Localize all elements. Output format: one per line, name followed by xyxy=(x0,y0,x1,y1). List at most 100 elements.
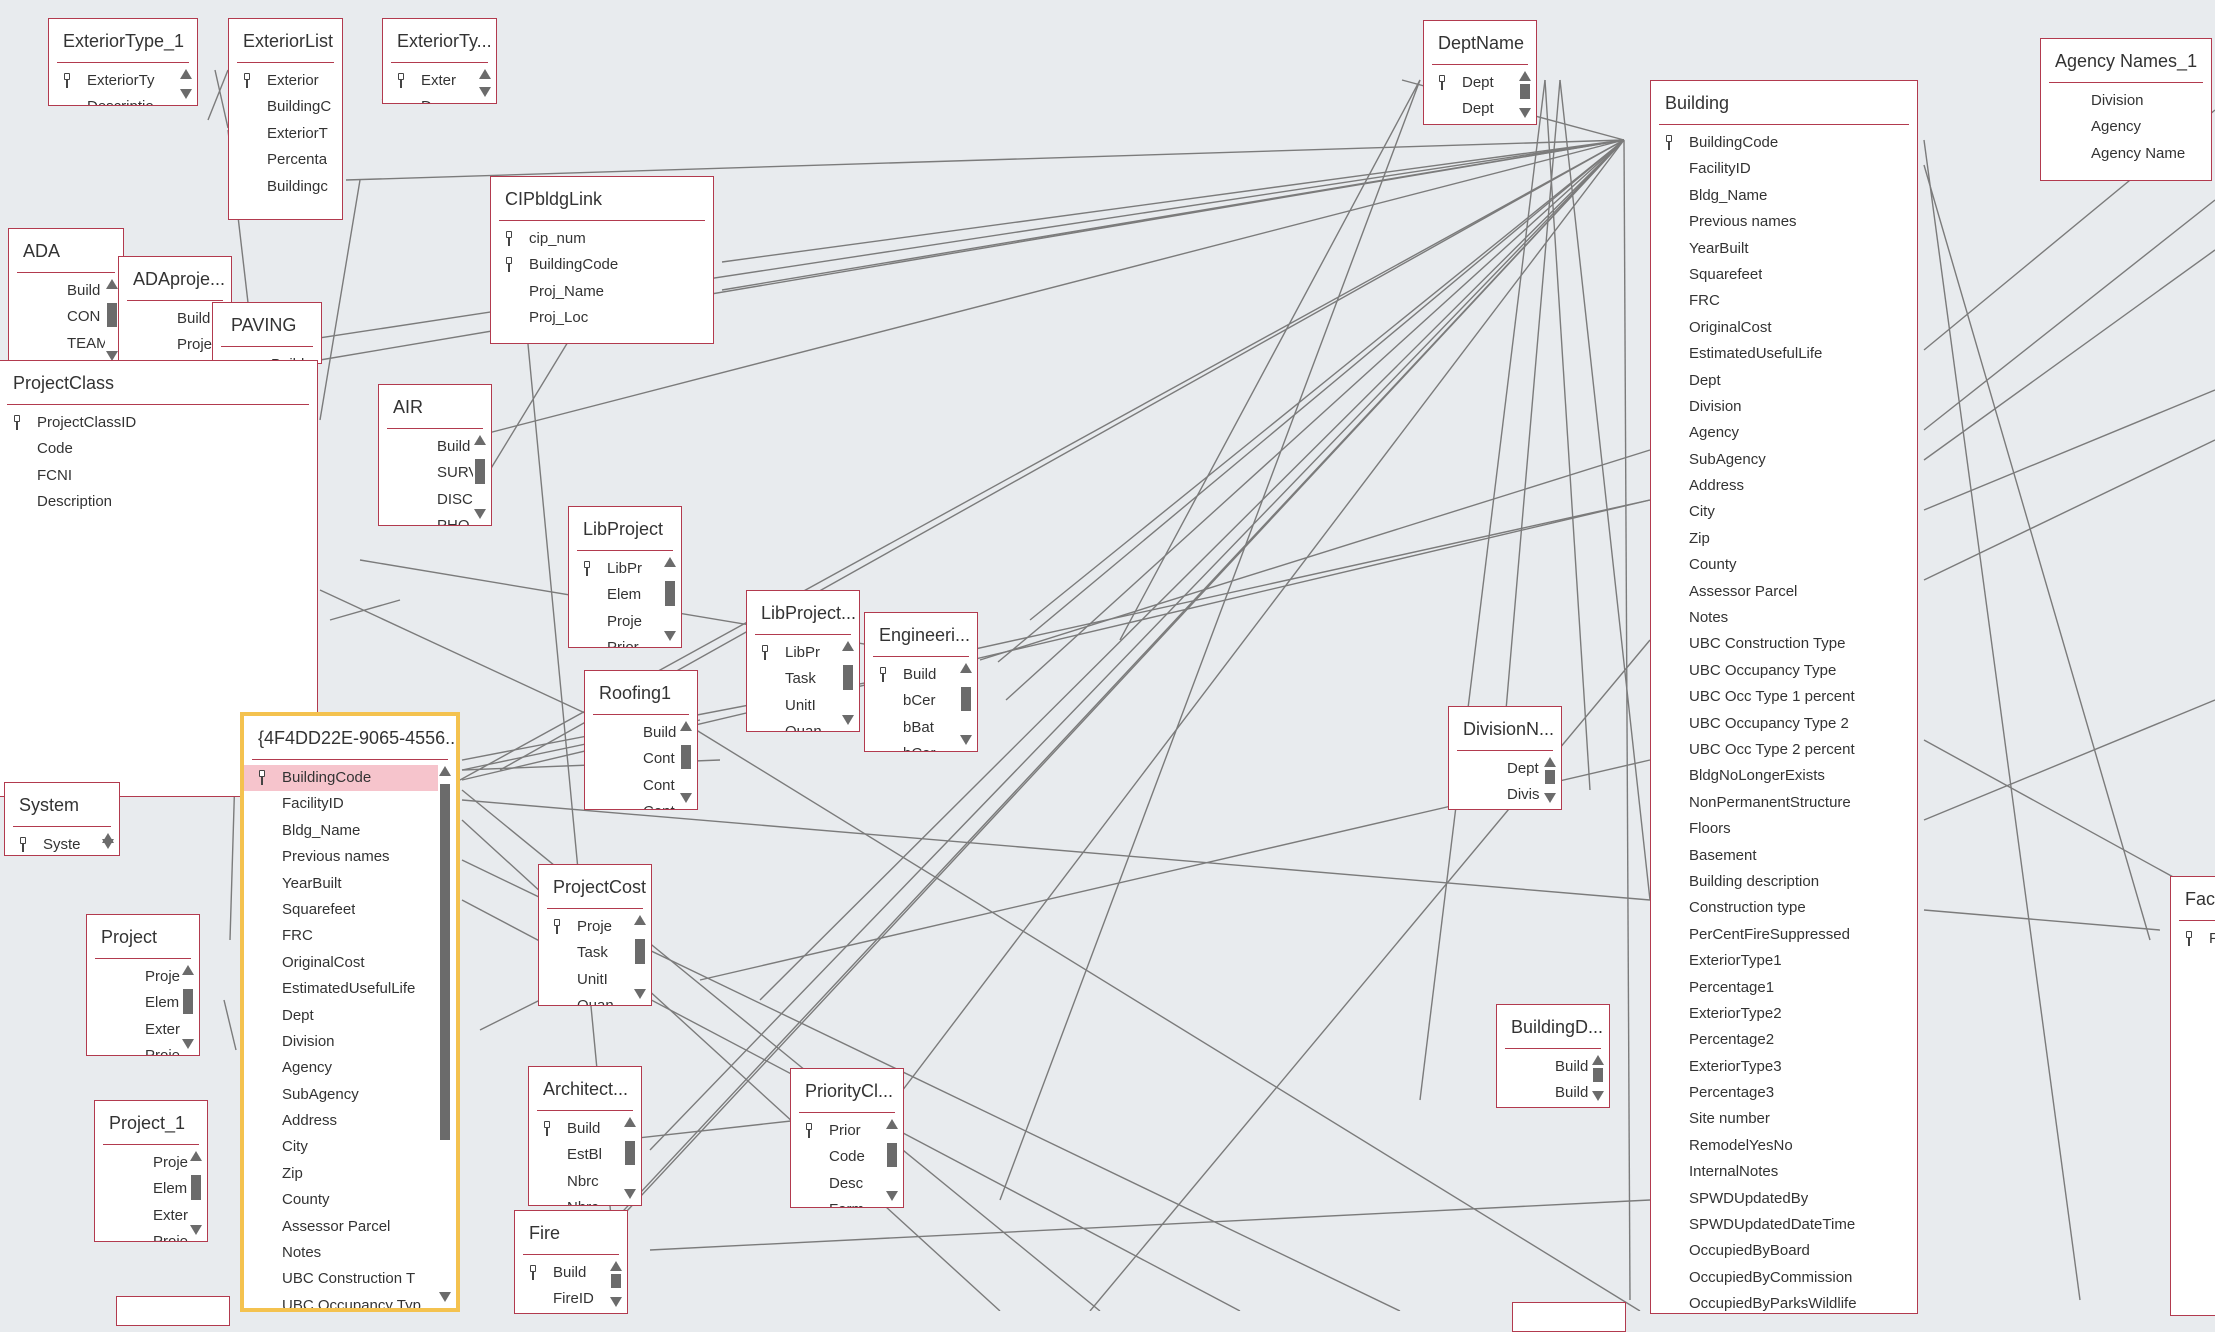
field-row[interactable]: Percenta xyxy=(229,147,342,173)
scroll-down-arrow-icon[interactable] xyxy=(479,87,491,97)
field-row[interactable]: Build xyxy=(1497,1080,1609,1106)
field-scrollbar[interactable] xyxy=(105,277,119,363)
scroll-thumb[interactable] xyxy=(625,1140,635,1165)
relationship-line[interactable] xyxy=(619,1119,801,1141)
field-row[interactable]: Agency xyxy=(1651,420,1917,446)
field-row[interactable]: Floors xyxy=(1651,816,1917,842)
table-title[interactable]: ADA xyxy=(9,229,123,273)
table-title[interactable]: Building xyxy=(1651,81,1917,125)
table-exteriortype1[interactable]: ExteriorType_1ExteriorTyDescriptio xyxy=(48,18,198,106)
field-row[interactable]: Bldg_Name xyxy=(1651,183,1917,209)
relationship-line[interactable] xyxy=(1544,79,1591,791)
field-row[interactable]: ExteriorT xyxy=(229,121,342,147)
field-row[interactable]: Desc xyxy=(791,1171,903,1197)
field-row[interactable]: Dept xyxy=(244,1003,456,1029)
relationship-line[interactable] xyxy=(1923,389,2215,511)
field-row[interactable]: Percentage2 xyxy=(1651,1027,1917,1053)
field-row[interactable]: BldgNoLongerExists xyxy=(1651,763,1917,789)
field-row[interactable]: ExteriorType1 xyxy=(1651,948,1917,974)
scroll-down-arrow-icon[interactable] xyxy=(102,839,114,849)
scroll-down-arrow-icon[interactable] xyxy=(634,989,646,999)
field-row[interactable]: Descr xyxy=(383,94,496,103)
scroll-thumb[interactable] xyxy=(887,1142,897,1167)
table-facility[interactable]: FacilityFacil xyxy=(2170,876,2215,1316)
field-row[interactable]: Building description xyxy=(1651,869,1917,895)
table-title[interactable]: Engineeri... xyxy=(865,613,977,657)
relationship-line[interactable] xyxy=(345,139,1625,181)
table-title[interactable]: Architect... xyxy=(529,1067,641,1111)
field-row[interactable]: Squarefeet xyxy=(244,897,456,923)
field-row[interactable]: Build xyxy=(119,306,231,332)
relationship-line[interactable] xyxy=(979,449,1651,661)
table-title[interactable]: DivisionN... xyxy=(1449,707,1561,751)
relationship-line[interactable] xyxy=(721,139,1625,263)
table-title[interactable]: Facility xyxy=(2171,877,2215,921)
scroll-up-arrow-icon[interactable] xyxy=(624,1117,636,1127)
table-bottom2[interactable] xyxy=(1512,1302,1626,1332)
scroll-up-arrow-icon[interactable] xyxy=(439,766,451,776)
relationship-line[interactable] xyxy=(1923,699,2215,821)
scroll-thumb[interactable] xyxy=(665,581,675,607)
field-row[interactable]: Description xyxy=(0,489,317,515)
table-title[interactable]: Project xyxy=(87,915,199,959)
field-row[interactable]: LibPr xyxy=(747,640,859,666)
field-row[interactable]: Proje xyxy=(569,609,681,635)
scroll-thumb[interactable] xyxy=(475,459,485,485)
relationship-line[interactable] xyxy=(207,69,229,121)
field-scrollbar[interactable] xyxy=(1591,1053,1605,1103)
field-row[interactable]: Squarefeet xyxy=(1651,262,1917,288)
field-row[interactable]: Nbrc xyxy=(529,1169,641,1195)
field-row[interactable]: Task xyxy=(539,940,651,966)
field-scrollbar[interactable] xyxy=(438,764,452,1304)
relationship-line[interactable] xyxy=(1005,139,1625,701)
relationship-line[interactable] xyxy=(879,499,1651,671)
field-row[interactable]: Dept xyxy=(1424,70,1536,96)
scroll-down-arrow-icon[interactable] xyxy=(182,1039,194,1049)
field-row[interactable]: FireID xyxy=(515,1286,627,1312)
field-row[interactable]: BuildingCode xyxy=(244,765,452,792)
scroll-thumb[interactable] xyxy=(191,1175,201,1201)
field-row[interactable]: Build xyxy=(379,434,491,460)
relationship-line[interactable] xyxy=(1923,164,2151,941)
scroll-up-arrow-icon[interactable] xyxy=(634,915,646,925)
scroll-down-arrow-icon[interactable] xyxy=(610,1297,622,1307)
field-row[interactable]: OriginalCost xyxy=(244,950,456,976)
scroll-up-arrow-icon[interactable] xyxy=(182,965,194,975)
field-row[interactable]: FRC xyxy=(244,923,456,949)
table-title[interactable]: AIR xyxy=(379,385,491,429)
scroll-up-arrow-icon[interactable] xyxy=(842,641,854,651)
relationship-line[interactable] xyxy=(649,1199,1651,1251)
field-row[interactable]: UBC Occupancy Type xyxy=(1651,658,1917,684)
field-scrollbar[interactable] xyxy=(679,719,693,805)
scroll-thumb[interactable] xyxy=(681,744,691,769)
field-row[interactable]: Previous names xyxy=(1651,209,1917,235)
scroll-thumb[interactable] xyxy=(1520,84,1530,99)
scroll-up-arrow-icon[interactable] xyxy=(180,69,192,79)
field-row[interactable]: FacilityID xyxy=(1651,156,1917,182)
table-bottom1[interactable] xyxy=(116,1296,230,1326)
field-row[interactable]: FacilityID xyxy=(244,791,456,817)
field-scrollbar[interactable] xyxy=(1543,755,1557,805)
scroll-thumb[interactable] xyxy=(107,302,117,327)
field-row[interactable]: Cont xyxy=(585,746,697,772)
field-row[interactable]: ExteriorTy xyxy=(49,68,197,94)
field-row[interactable]: Elem xyxy=(87,990,199,1016)
field-row[interactable]: Construction type xyxy=(1651,895,1917,921)
relationship-line[interactable] xyxy=(999,79,1421,1201)
table-title[interactable]: Agency Names_1 xyxy=(2041,39,2211,83)
scroll-down-arrow-icon[interactable] xyxy=(180,89,192,99)
field-row[interactable]: Form xyxy=(791,1197,903,1207)
field-row[interactable]: ExteriorType3 xyxy=(1651,1054,1917,1080)
field-row[interactable]: UBC Construction T xyxy=(244,1266,456,1292)
table-title[interactable]: BuildingD... xyxy=(1497,1005,1609,1049)
field-row[interactable]: SPWDUpdatedBy xyxy=(1651,1186,1917,1212)
field-scrollbar[interactable] xyxy=(663,555,677,643)
field-row[interactable]: LibPr xyxy=(569,556,681,582)
field-row[interactable]: Elem xyxy=(569,582,681,608)
field-row[interactable]: Division xyxy=(2041,88,2211,114)
